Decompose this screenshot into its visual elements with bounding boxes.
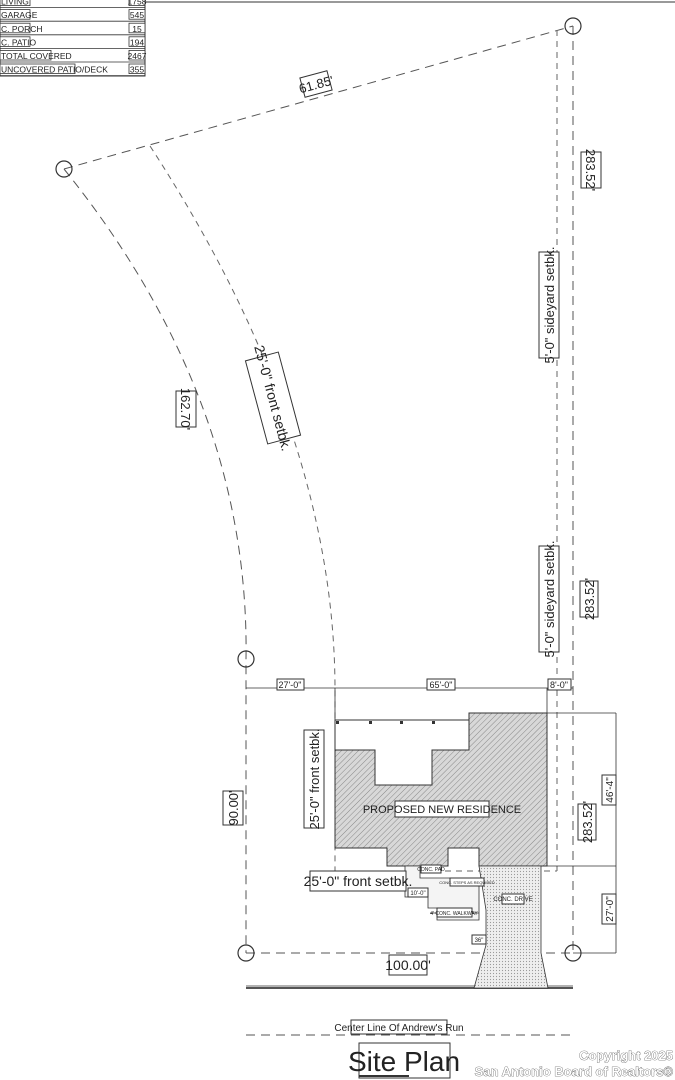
dimension-right-mid: 283.52' <box>579 578 599 620</box>
table-row: GARAGE 545 <box>0 9 146 22</box>
corner-marker-mid <box>237 650 255 668</box>
road-label: Center Line Of Andrew's Run <box>334 1019 464 1035</box>
table-cell-value: 2467 <box>128 51 147 61</box>
dimension-right-top: 283.52' <box>580 149 602 191</box>
svg-text:46'-4": 46'-4" <box>605 777 616 803</box>
setback-curve-front: 25'-0" front setbk. <box>244 343 302 453</box>
copyright-watermark: Copyright 2025 San Antonio Board of Real… <box>474 1048 674 1080</box>
dimension-house-depth: 46'-4" <box>601 774 617 806</box>
drive-label: CONC. DRIVE <box>493 893 533 905</box>
dimension-setback-right: 8'-0" <box>547 678 572 691</box>
walkway-label: 4' CONC. WALKWAY <box>430 907 478 918</box>
table-row: C. PORCH 15 <box>0 22 146 36</box>
dimension-front-depth: 27'-0" <box>601 893 617 925</box>
svg-text:CONC. DRIVE: CONC. DRIVE <box>493 897 532 903</box>
svg-text:5'-0" sideyard setbk.: 5'-0" sideyard setbk. <box>542 247 557 364</box>
dimension-curve-left: 162.70' <box>175 388 197 430</box>
svg-text:CONC. PAD: CONC. PAD <box>417 867 445 873</box>
svg-text:8'-0": 8'-0" <box>550 680 568 690</box>
entry-courtyard <box>334 719 470 786</box>
svg-text:4' CONC. WALKWAY: 4' CONC. WALKWAY <box>430 911 478 917</box>
svg-text:283.52': 283.52' <box>582 578 597 620</box>
corner-marker-nw <box>55 160 73 178</box>
corner-marker-ne <box>564 17 582 35</box>
svg-text:65'-0": 65'-0" <box>430 680 453 690</box>
table-cell-label: C. PATIO <box>1 37 36 47</box>
svg-text:283.52': 283.52' <box>583 149 598 191</box>
svg-text:5'-0" sideyard setbk.: 5'-0" sideyard setbk. <box>542 541 557 658</box>
setback-bottom-front: 25'-0" front setbk. <box>304 870 413 892</box>
table-cell-label: UNCOVERED PATIO/DECK <box>1 65 108 75</box>
setback-left-front: 25'-0" front setbk. <box>303 728 325 830</box>
svg-text:25'-0" front setbk.: 25'-0" front setbk. <box>304 873 413 889</box>
table-cell-label: TOTAL COVERED <box>1 51 72 61</box>
svg-text:10'-0": 10'-0" <box>410 891 425 897</box>
svg-text:162.70': 162.70' <box>178 388 193 430</box>
table-row: LIVING 1758 <box>0 0 147 8</box>
table-cell-label: GARAGE <box>1 10 38 20</box>
table-cell-label: C. PORCH <box>1 24 43 34</box>
svg-text:100.00': 100.00' <box>385 957 431 973</box>
dimension-bottom-lot: 100.00' <box>385 954 431 976</box>
pad-label: CONC. PAD <box>417 864 445 874</box>
table-row: UNCOVERED PATIO/DECK 355 <box>0 63 146 76</box>
setback-side-mid: 5'-0" sideyard setbk. <box>538 541 560 658</box>
residence-label: PROPOSED NEW RESIDENCE <box>363 800 521 818</box>
svg-text:283.52': 283.52' <box>580 801 595 843</box>
table-row: C. PATIO 194 <box>0 36 146 49</box>
window-marks <box>336 721 435 724</box>
svg-text:27'-0": 27'-0" <box>279 680 302 690</box>
svg-text:27'-0": 27'-0" <box>605 896 616 922</box>
dimension-house-width: 65'-0" <box>426 678 456 691</box>
svg-text:Site Plan: Site Plan <box>348 1046 460 1077</box>
svg-text:CONC. STEPS AS REQUIRED: CONC. STEPS AS REQUIRED <box>439 880 495 885</box>
svg-text:Copyright 2025: Copyright 2025 <box>579 1048 673 1063</box>
svg-text:Center Line Of Andrew's Run: Center Line Of Andrew's Run <box>334 1023 463 1034</box>
walk-dimension: 36" <box>471 934 487 945</box>
svg-text:25'-0" front setbk.: 25'-0" front setbk. <box>307 728 322 829</box>
table-cell-value: 15 <box>132 24 142 34</box>
svg-text:90.00': 90.00' <box>226 790 241 825</box>
dimension-top-line: 61.85' <box>297 70 335 98</box>
ten-ft-label: 10'-0" <box>407 887 429 898</box>
table-cell-value: 194 <box>130 37 144 47</box>
corner-marker-sw <box>237 944 255 962</box>
svg-text:San Antonio Board of Realtors®: San Antonio Board of Realtors® <box>475 1064 674 1079</box>
dimension-setback-left: 27'-0" <box>276 678 305 691</box>
table-cell-label: LIVING <box>1 0 29 7</box>
svg-text:36": 36" <box>475 938 484 944</box>
concrete-drive <box>473 865 549 989</box>
setback-side-top: 5'-0" sideyard setbk. <box>538 247 560 364</box>
table-cell-value: 545 <box>130 10 144 20</box>
dimension-right-house: 283.52' <box>577 801 597 843</box>
table-row: TOTAL COVERED 2467 <box>0 50 147 63</box>
plan-title: Site Plan <box>348 1042 460 1079</box>
table-cell-value: 1758 <box>128 0 147 7</box>
svg-text:PROPOSED NEW RESIDENCE: PROPOSED NEW RESIDENCE <box>363 804 521 816</box>
dimension-left-lot: 90.00' <box>222 790 244 826</box>
table-cell-value: 355 <box>130 65 144 75</box>
steps-label: CONC. STEPS AS REQUIRED <box>439 877 495 887</box>
